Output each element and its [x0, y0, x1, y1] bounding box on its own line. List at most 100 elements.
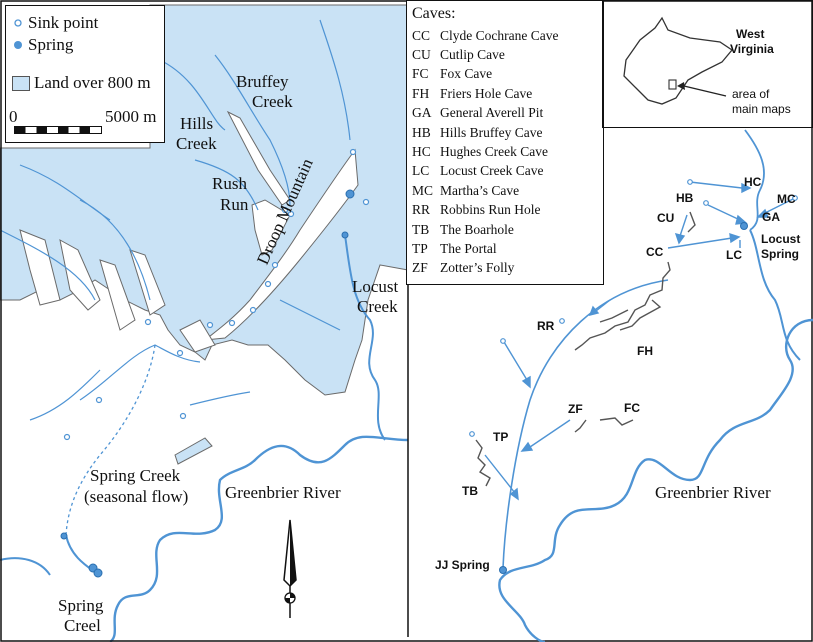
cave-name: Clyde Cochrane Cave: [440, 27, 559, 43]
cave-label-fc: FC: [624, 401, 640, 415]
cave-code: FC: [412, 66, 429, 82]
cave-code: LC: [412, 163, 430, 179]
cave-name: Locust Creek Cave: [440, 163, 544, 179]
cave-list-item: FC Fox Cave: [412, 65, 602, 84]
spring-creek-label-1: Spring Creek: [90, 466, 181, 485]
cave-code: TP: [412, 240, 428, 256]
cave-list-item: HC Hughes Creek Cave: [412, 142, 602, 161]
scale-end-label: 5000 m: [105, 107, 157, 126]
cave-name: Hills Bruffey Cave: [440, 124, 543, 140]
cave-label-cu: CU: [657, 211, 675, 225]
north-arrow: [283, 519, 297, 618]
river-upper-right: [744, 129, 765, 231]
caves-title: Caves:: [412, 5, 456, 22]
cave-name: Cutlip Cave: [440, 47, 505, 63]
bruffey-creek-label-1: Bruffey: [236, 72, 289, 91]
streams: [0, 19, 351, 421]
greenbrier-river-label-left: Greenbrier River: [225, 483, 341, 502]
map-legend: Sink point Spring Land over 800 m 0 5000…: [5, 5, 165, 143]
cave-label-fh: FH: [637, 344, 653, 358]
legend-spring-row: Spring: [12, 34, 73, 56]
cave-list-item: CU Cutlip Cave: [412, 45, 602, 64]
cave-name: Martha’s Cave: [440, 182, 520, 198]
sink-points: [63, 148, 370, 441]
springs: [60, 189, 355, 578]
spring-creek-label-2: (seasonal flow): [84, 487, 189, 506]
inset-note-line2: main maps: [732, 102, 791, 116]
cave-list-item: HB Hills Bruffey Cave: [412, 123, 602, 142]
greenbrier-river-label-right: Greenbrier River: [655, 483, 771, 502]
locust-creek-right: [749, 229, 801, 361]
cave-code: MC: [412, 182, 434, 198]
cave-label-tp: TP: [493, 430, 509, 444]
flow-arrows: [484, 181, 796, 501]
cave-list-item: TB The Boarhole: [412, 220, 602, 239]
scale-bar: [14, 126, 102, 134]
cave-label-tb: TB: [462, 484, 478, 498]
rush-run-label-2: Run: [220, 195, 249, 214]
cave-label-rr: RR: [537, 319, 555, 333]
locust-creek-label-2: Creek: [357, 297, 398, 316]
cave-passages: [475, 211, 696, 487]
inset-state-line2: Virginia: [730, 42, 774, 56]
cave-name: Friers Hole Cave: [440, 85, 533, 101]
cave-name: Fox Cave: [440, 66, 493, 82]
right-sink-points: [469, 179, 798, 437]
cave-list-item: FH Friers Hole Cave: [412, 84, 602, 103]
cave-code: ZF: [412, 260, 428, 276]
cave-list-item: CC Clyde Cochrane Cave: [412, 26, 602, 45]
cave-label-cc: CC: [646, 245, 664, 259]
spring-creel-label-1: Spring: [58, 596, 104, 615]
caves-list-box: [406, 0, 604, 285]
cave-list-item: MC Martha’s Cave: [412, 181, 602, 200]
cave-name: General Averell Pit: [440, 105, 544, 121]
cave-list-item: LC Locust Creek Cave: [412, 162, 602, 181]
cave-label-lc: LC: [726, 248, 742, 262]
locust-spring-label-2: Spring: [761, 247, 799, 261]
cave-code: CU: [412, 47, 431, 63]
legend-land-label: Land over 800 m: [34, 73, 151, 92]
jj-spring-label: JJ Spring: [435, 558, 490, 572]
bruffey-creek-label-2: Creek: [252, 92, 293, 111]
cave-code: CC: [412, 27, 431, 43]
spring-creek-seasonal: [65, 344, 156, 536]
cave-code: HC: [412, 144, 431, 160]
locust-spring-label-1: Locust: [761, 232, 801, 246]
cave-code: FH: [412, 85, 430, 101]
cave-code: TB: [412, 221, 430, 237]
greenbrier-river-right: [498, 318, 813, 642]
cave-name: The Boarhole: [440, 221, 514, 237]
legend-spring-label: Spring: [28, 35, 74, 54]
cave-code: HB: [412, 124, 431, 140]
locust-creek-line: [344, 234, 386, 441]
valleys: [19, 110, 359, 353]
legend-sink-label: Sink point: [28, 13, 99, 32]
inset-map-art: [623, 16, 733, 105]
greenbrier-river-left: [109, 435, 409, 642]
legend-sink-row: Sink point: [12, 12, 98, 34]
land-swatch-icon: [12, 75, 30, 91]
cave-name: Robbins Run Hole: [440, 202, 541, 218]
locust-creek-label-1: Locust: [352, 277, 399, 296]
inset-note-line1: area of: [732, 87, 770, 101]
hills-creek-label-1: Hills: [180, 114, 214, 133]
scale-zero-label: 0: [9, 107, 18, 126]
legend-land-row: Land over 800 m: [12, 72, 151, 94]
sink-point-icon: [14, 19, 22, 27]
spring-icon: [14, 41, 22, 49]
rush-run-label-1: Rush: [212, 174, 247, 193]
cave-label-mc: MC: [777, 192, 796, 206]
cave-name: The Portal: [440, 240, 497, 256]
cave-label-hb: HB: [676, 191, 694, 205]
cave-name: Hughes Creek Cave: [440, 144, 548, 160]
cave-label-zf: ZF: [568, 402, 583, 416]
cave-label-hc: HC: [744, 175, 762, 189]
spring-creel-label-2: Creel: [64, 616, 101, 635]
inset-state-line1: West: [736, 27, 765, 41]
